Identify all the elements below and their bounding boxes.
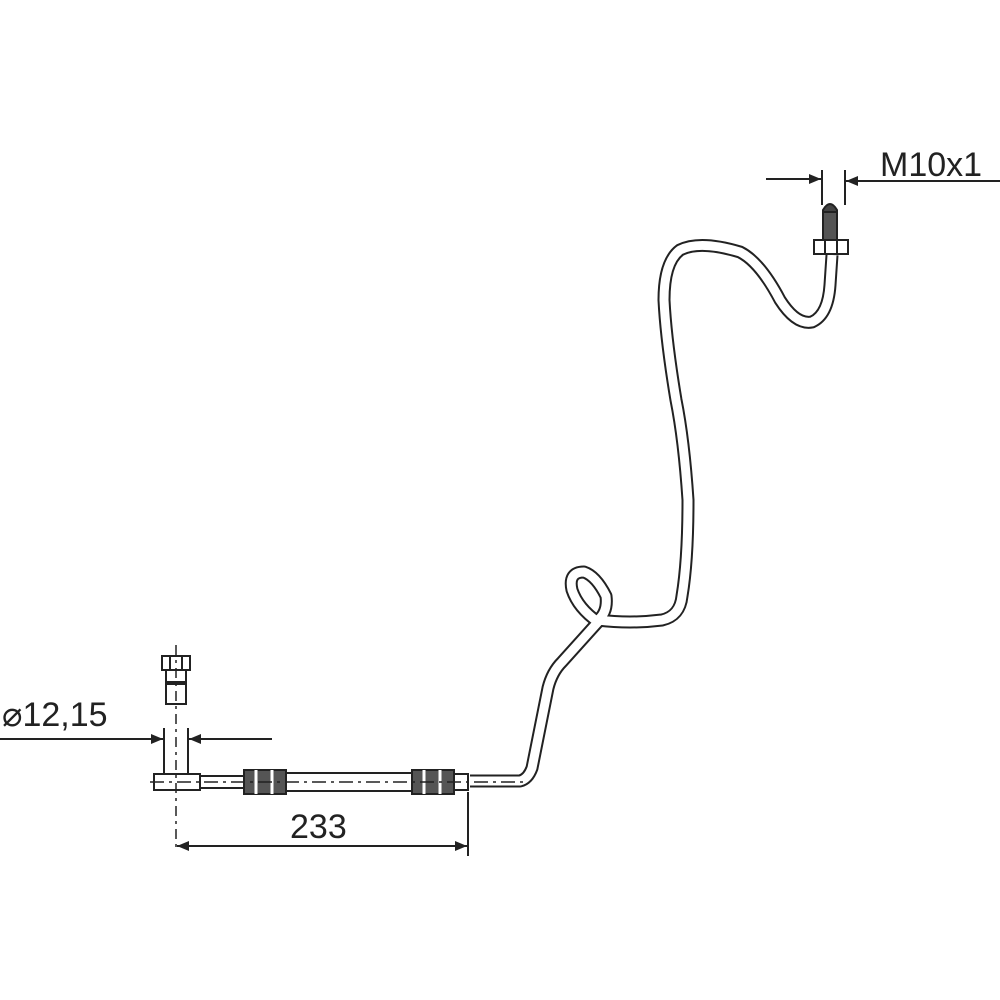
thread-label: M10x1 — [880, 146, 982, 184]
banjo-fitting — [150, 769, 525, 795]
banjo-bolt — [161, 645, 191, 850]
hose — [470, 239, 839, 788]
dimension-m10 — [766, 170, 1000, 205]
dimension-length — [177, 792, 469, 856]
dimension-diameter — [0, 728, 272, 775]
threaded-fitting — [813, 203, 849, 255]
length-label: 233 — [290, 808, 347, 846]
diameter-label: ⌀12,15 — [2, 696, 108, 734]
